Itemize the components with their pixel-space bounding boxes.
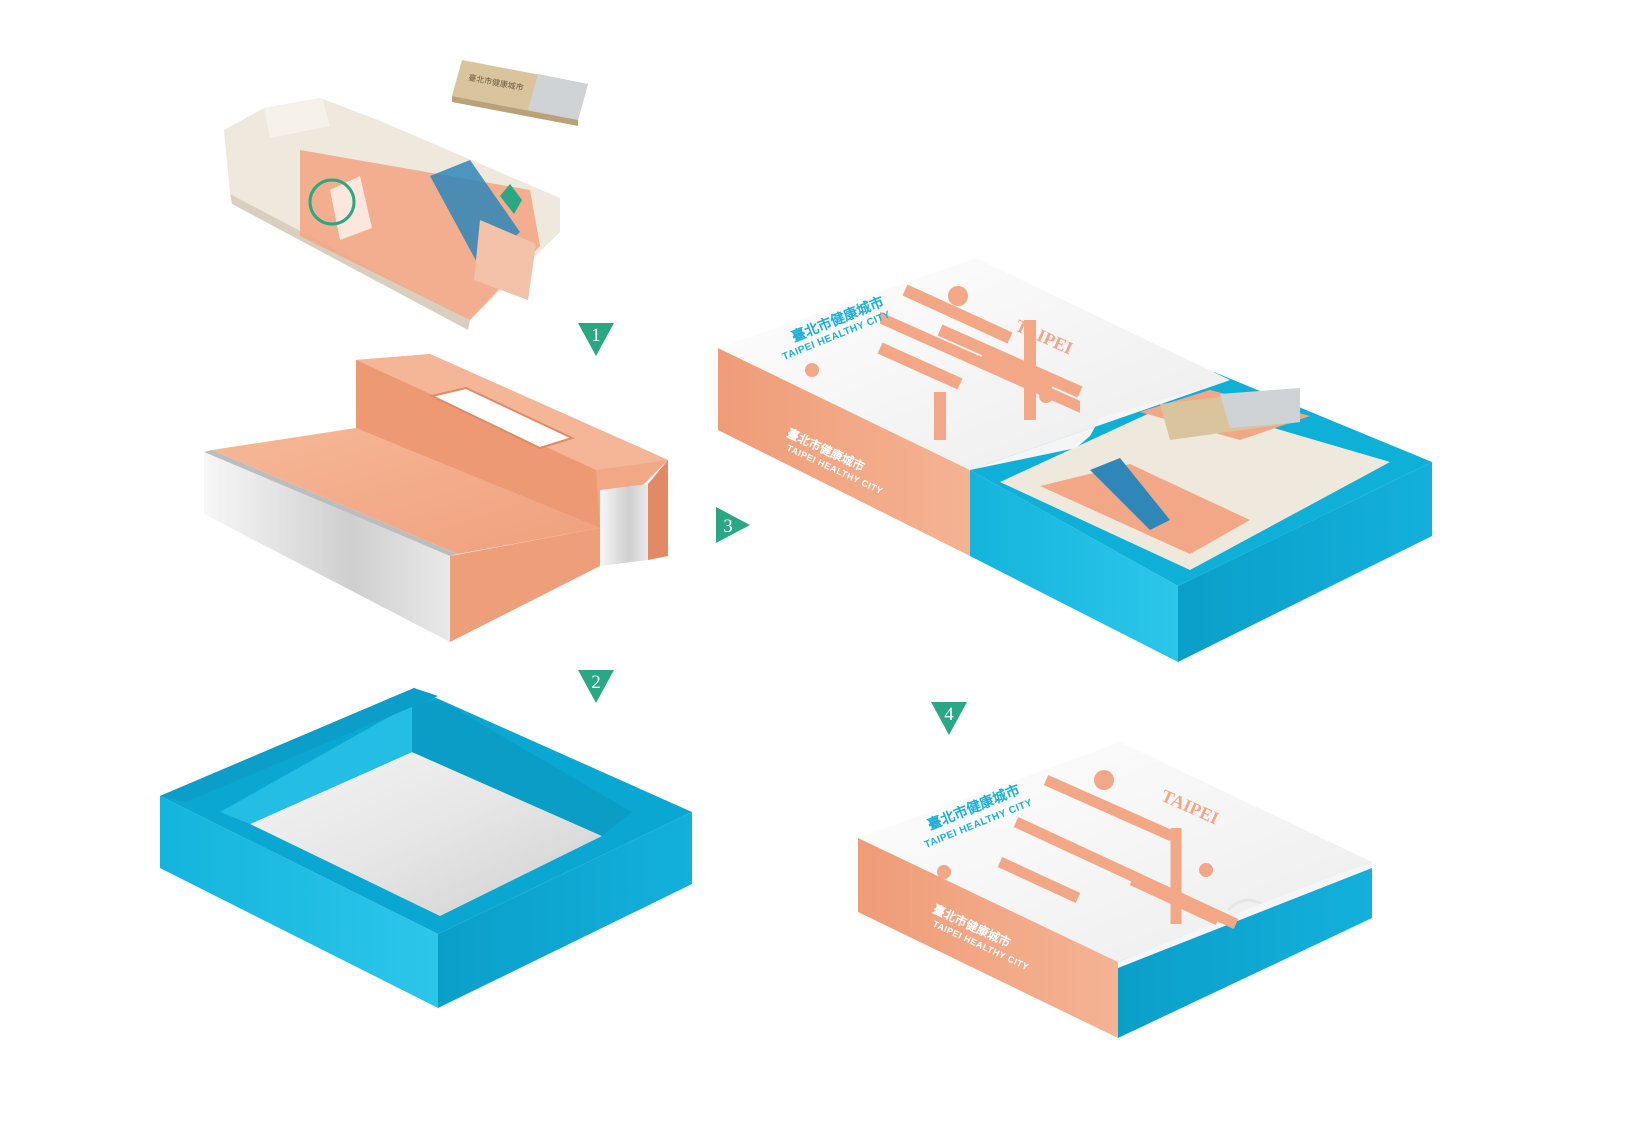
step-marker-2: 2 — [578, 670, 614, 703]
cyclist-icon-closed — [1094, 770, 1114, 790]
step-marker-3: 3 — [716, 507, 750, 543]
runner-icon — [805, 363, 819, 377]
runner-icon-closed — [937, 865, 951, 879]
lid-graphic — [805, 284, 1083, 440]
step-marker-4: 4 — [931, 702, 967, 735]
towel-product: 臺北市健康城市 — [224, 60, 588, 488]
card-insert: 臺北市健康城市 — [452, 60, 588, 126]
lid-graphic-closed — [937, 770, 1239, 929]
ferris-wheel-illustration — [308, 178, 356, 226]
blue-tray — [160, 688, 692, 1008]
cyclist-icon — [948, 286, 968, 306]
towel-roll — [224, 98, 560, 488]
walker-icon-closed — [1199, 863, 1213, 877]
svg-text:4: 4 — [944, 704, 954, 725]
assembled-box-open: TAIPEI 臺北市健康城市 TAIPEI HEALTHY CITY 臺北市健康… — [718, 258, 1432, 662]
svg-text:3: 3 — [723, 516, 733, 537]
assembled-box-closed: TAIPEI 臺北市健康城市 TAIPEI HEALTHY CITY 臺北市健康… — [858, 742, 1372, 1038]
svg-text:2: 2 — [591, 672, 601, 693]
svg-text:1: 1 — [591, 325, 601, 346]
walker-icon — [1039, 389, 1053, 403]
step-marker-1: 1 — [578, 323, 614, 356]
sleeve-insert — [204, 354, 668, 642]
